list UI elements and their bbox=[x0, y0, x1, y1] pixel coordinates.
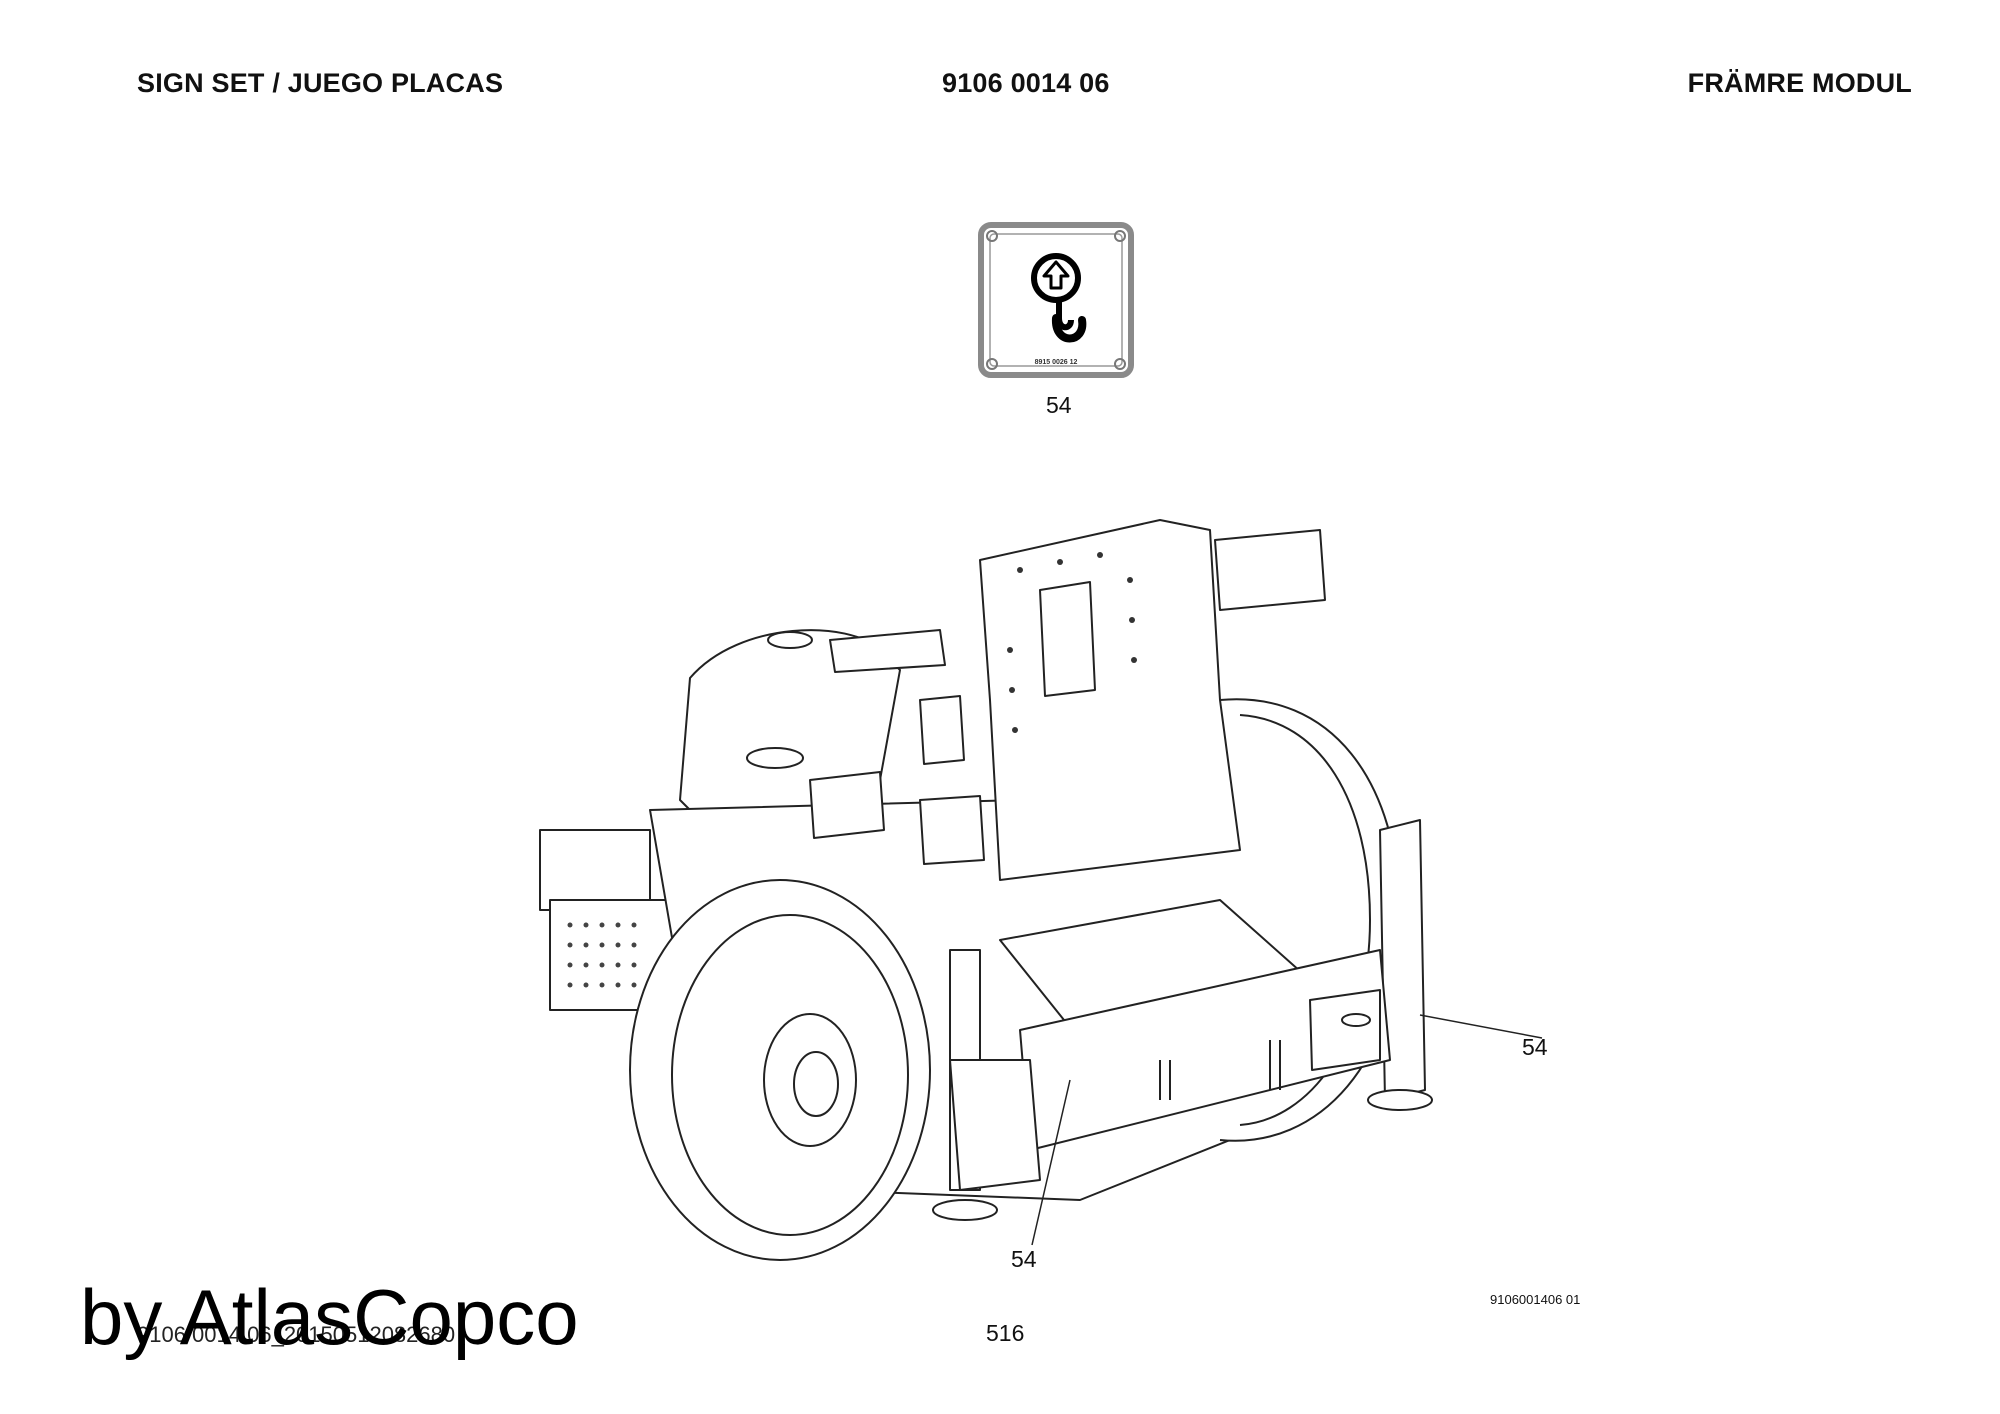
callout-right-54: 54 bbox=[1522, 1034, 1548, 1060]
plate-code: 8915 0026 12 bbox=[1035, 359, 1078, 366]
callout-bottom-54: 54 bbox=[1011, 1246, 1037, 1272]
drawing-id: 9106001406 01 bbox=[1490, 1292, 1581, 1307]
header-title-right: FRÄMRE MODUL bbox=[1687, 68, 1912, 98]
sign-callout-label: 54 bbox=[1046, 392, 1072, 418]
watermark: by AtlasCopco bbox=[80, 1273, 579, 1361]
lifting-hook-icon bbox=[1031, 253, 1087, 343]
lifting-sign-plate: 8915 0026 12 bbox=[978, 222, 1134, 378]
footer-file-ref: 9106 0014 06_20150512082680 bbox=[137, 1322, 456, 1347]
header-part-number: 9106 0014 06 bbox=[942, 68, 1110, 98]
page-number: 516 bbox=[986, 1320, 1025, 1346]
header-title-left: SIGN SET / JUEGO PLACAS bbox=[137, 68, 504, 98]
machine-drawing bbox=[539, 519, 1543, 1261]
